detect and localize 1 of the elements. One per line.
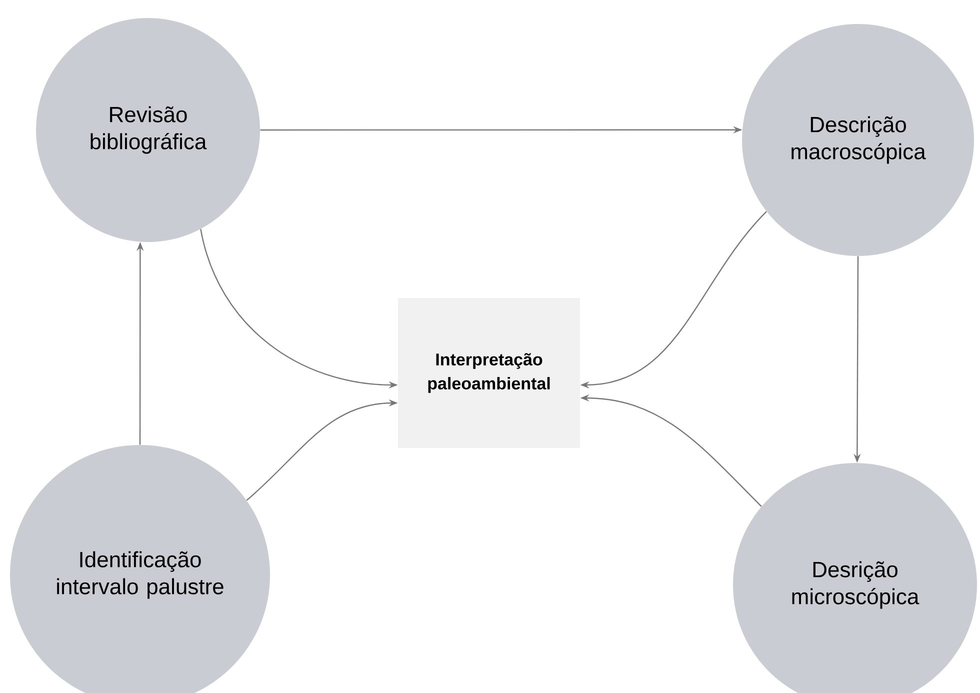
process-box: Interpretação paleoambiental: [398, 298, 580, 448]
